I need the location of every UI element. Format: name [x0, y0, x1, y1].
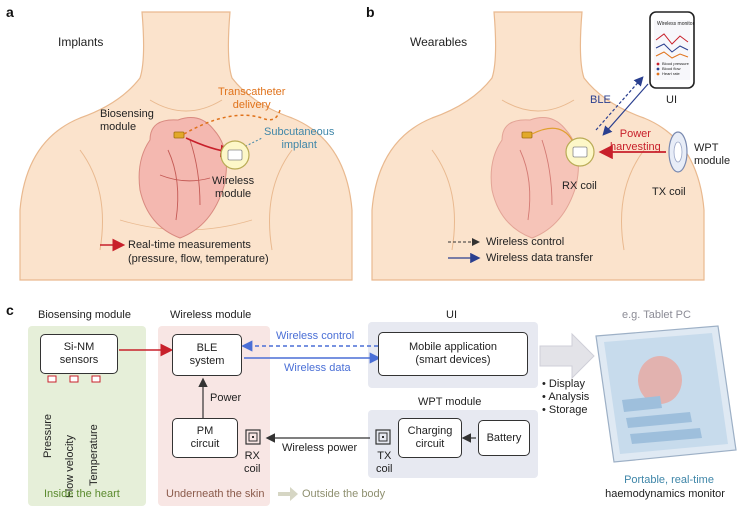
implants-title: Implants — [58, 35, 104, 49]
ble-dashed-arrow — [595, 76, 644, 131]
mobile-app-box: Mobile application(smart devices) — [378, 332, 528, 376]
battery-box: Battery — [478, 420, 530, 456]
header-wireless: Wireless module — [170, 309, 252, 321]
header-ui: UI — [446, 309, 457, 321]
portable-label: Portable, real-time — [624, 474, 714, 486]
ui-label-b: UI — [666, 94, 677, 106]
wireless-data-label: Wireless data — [284, 362, 351, 374]
panel-b-letter: b — [366, 4, 375, 20]
header-tablet: e.g. Tablet PC — [622, 309, 691, 321]
wpt-module-label-c: WPT module — [418, 396, 482, 408]
wpt-module-b-icon — [668, 131, 688, 173]
inside-heart-label: Inside the heart — [44, 488, 120, 500]
underneath-skin-label: Underneath the skin — [166, 488, 265, 500]
outside-body-arrow — [278, 487, 298, 501]
heart-a-illustration — [138, 117, 227, 239]
ble-solid-arrow — [602, 83, 649, 136]
tx-coil-c-icon — [375, 429, 391, 445]
monitor-label: haemodynamics monitor — [605, 488, 725, 500]
legend-wireless-transfer: Wireless data transfer — [486, 252, 593, 264]
to-tablet-arrow — [539, 332, 595, 380]
biosensing-chip-b — [521, 131, 533, 139]
wireless-power-label: Wireless power — [282, 442, 358, 454]
transcatheter-path — [183, 109, 281, 135]
biosensing-chip-a — [173, 131, 185, 139]
legend-realtime-line2: (pressure, flow, temperature) — [128, 253, 269, 265]
ble-label: BLE — [590, 94, 611, 106]
rx-coil-b-icon — [565, 137, 595, 167]
sensor-pins — [47, 375, 101, 383]
lead-b — [531, 127, 573, 141]
panel-a-letter: a — [6, 4, 14, 20]
legend-wireless-control: Wireless control — [486, 236, 565, 248]
legend-realtime-line1: Real-time measurements — [128, 239, 251, 251]
ui-bullets: • Display • Analysis • Storage — [542, 378, 590, 416]
power-label: Power — [210, 392, 242, 404]
phone-icon[interactable] — [649, 11, 695, 89]
wireless-control-label: Wireless control — [276, 330, 355, 342]
header-biosensing: Biosensing module — [38, 309, 131, 321]
panel-c-letter: c — [6, 302, 14, 318]
rx-coil-label-b: RX coil — [562, 180, 597, 192]
rx-coil-c-icon — [245, 429, 261, 445]
tx-coil-label-b: TX coil — [652, 186, 686, 198]
wireless-module-a-icon — [220, 140, 250, 170]
tablet-icon[interactable] — [595, 325, 737, 463]
wearables-title: Wearables — [410, 35, 468, 49]
outside-body-label: Outside the body — [302, 488, 386, 500]
phone-title: Wireless monitor — [657, 21, 695, 27]
heart-b-illustration — [490, 117, 579, 239]
